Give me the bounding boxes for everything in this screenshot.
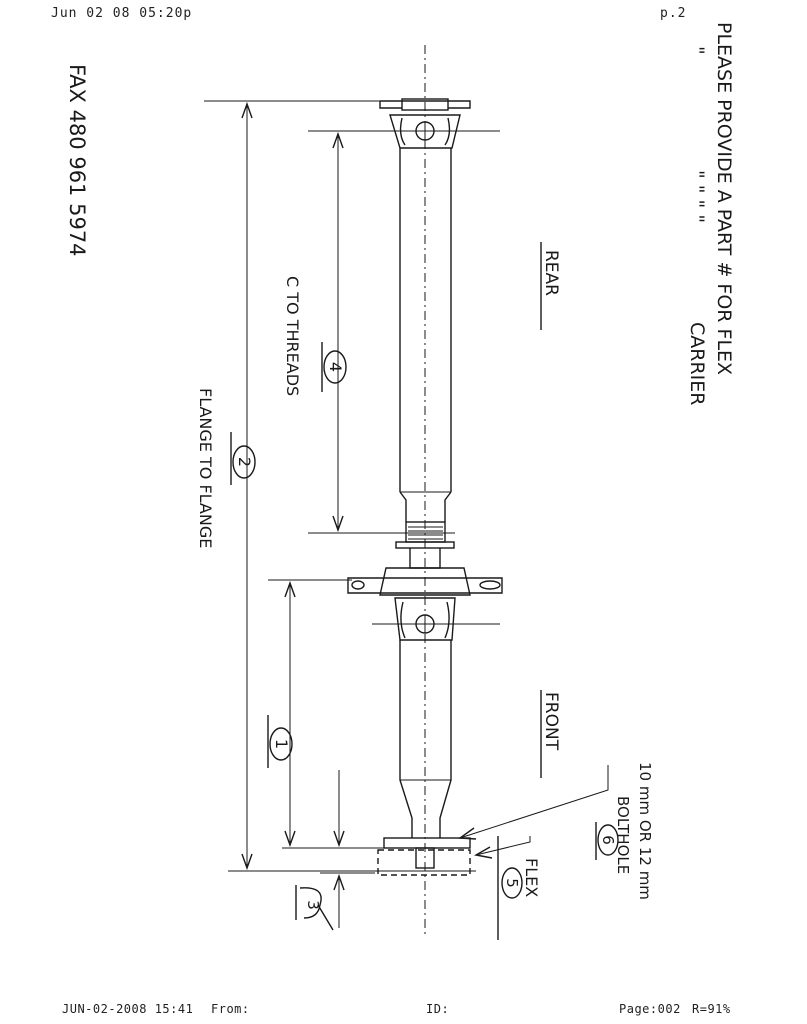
footer-ratio: R=91% <box>692 1002 731 1016</box>
bolthole-label: BOLTHOLE <box>614 796 632 874</box>
note-line-2-ditto: " " " " <box>686 170 708 223</box>
flex-label: FLEX <box>522 858 541 897</box>
front-label: FRONT <box>541 692 561 751</box>
callout-2: 2 <box>235 457 254 467</box>
carrier-mount-right <box>479 580 501 590</box>
rear-flange <box>379 100 471 109</box>
dim-1-arrow-top <box>284 580 296 598</box>
rear-yoke <box>389 114 461 149</box>
flex-disc <box>377 849 471 876</box>
callout-6: 6 <box>599 835 617 845</box>
flange-to-flange-label: FLANGE TO FLANGE <box>196 388 215 548</box>
flex-leader-arrow <box>473 846 493 859</box>
rear-yoke-ears <box>399 117 451 146</box>
flex-leader <box>475 836 531 856</box>
carrier-bearing <box>379 567 471 596</box>
footer-datetime: JUN-02-2008 15:41 <box>62 1002 194 1016</box>
fax-timestamp: Jun 02 08 05:20p <box>51 6 193 21</box>
dim-4-arrow-top <box>332 131 344 149</box>
note-line-1: PLEASE PROVIDE A PART # FOR FLEX <box>713 22 735 375</box>
page-number: p.2 <box>660 6 687 21</box>
note-line-2-word: CARRIER <box>686 322 708 405</box>
bolthole-leader-arrow <box>457 827 477 840</box>
carrier-bracket <box>347 577 503 594</box>
footer-page: Page:002 <box>619 1002 681 1016</box>
front-flange <box>383 837 471 849</box>
dim-1-arrow-bottom <box>284 830 296 848</box>
rear-tube <box>399 148 452 492</box>
footer-id: ID: <box>426 1002 450 1016</box>
thread-marks <box>408 526 443 540</box>
dim-3-arrow-upper <box>333 830 345 848</box>
callout-4-circle <box>323 350 347 384</box>
callout-1-circle <box>269 727 293 761</box>
flex-hub <box>415 847 435 869</box>
front-tube <box>399 640 452 838</box>
rear-tube-taper <box>399 491 452 522</box>
rear-flange-plate <box>401 98 449 111</box>
dim-2-arrow-bottom <box>241 853 253 871</box>
callout-2-circle <box>232 445 256 479</box>
rear-label: REAR <box>541 250 561 296</box>
callout-5-circle <box>501 867 523 899</box>
bolthole-size-label: 10 mm OR 12 mm <box>636 762 654 900</box>
callout-3-mark <box>299 887 334 931</box>
dim-3-arrow-lower <box>333 873 345 891</box>
dim-4-arrow-bottom <box>332 515 344 533</box>
bolthole-leader <box>459 765 609 839</box>
front-yoke <box>394 597 456 641</box>
callout-4: 4 <box>326 362 345 372</box>
footer-from: From: <box>211 1002 250 1016</box>
fax-number: FAX 480 961 5974 <box>65 64 89 257</box>
callout-3: 3 <box>304 900 322 910</box>
dim-2-arrow-top <box>241 101 253 119</box>
callout-5: 5 <box>503 878 521 888</box>
thread-collar <box>395 541 455 549</box>
c-to-threads-label: C TO THREADS <box>283 276 302 396</box>
front-yoke-ears <box>400 601 450 639</box>
note-quote-mark: " <box>686 46 708 55</box>
callout-6-circle <box>597 824 619 856</box>
callout-1: 1 <box>272 739 291 749</box>
carrier-mount-left <box>351 580 365 590</box>
